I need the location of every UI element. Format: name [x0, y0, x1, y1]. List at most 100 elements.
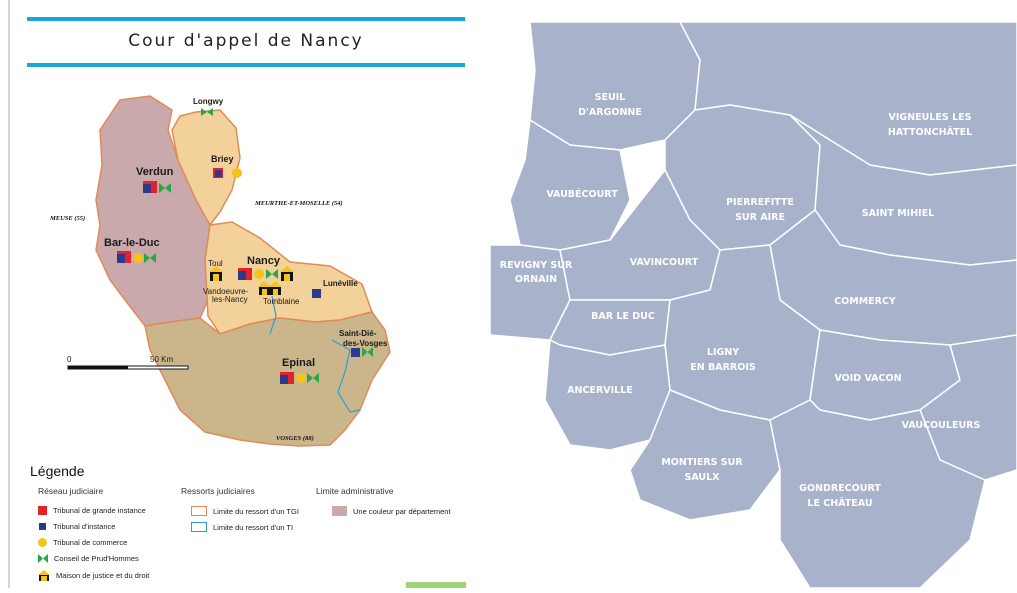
commerce-marker — [133, 253, 143, 263]
canton-label-gondrecourt-2: LE CHÂTEAU — [807, 497, 872, 509]
canton-gondrecourt — [769, 399, 986, 589]
ti-marker — [215, 170, 222, 177]
canton-label-ancerville: ANCERVILLE — [567, 385, 633, 396]
legend-label: Tribunal d'instance — [53, 522, 116, 531]
city-label-longwy: Longwy — [193, 97, 224, 106]
court-map-panel: Cour d'appel de Nancy Longwy Briey Verdu… — [0, 0, 490, 588]
department-label-meurthe-et-moselle: MEURTHE-ET-MOSELLE (54) — [254, 200, 343, 207]
maison-justice-icon — [258, 281, 271, 295]
canton-label-montiers-2: SAULX — [685, 472, 721, 483]
legend-item-dept: Une couleur par département — [332, 506, 451, 516]
canton-label-bar-le-duc: BAR LE DUC — [591, 311, 655, 322]
legend-item-maison: Maison de justice et du droit — [38, 570, 149, 581]
canton-map: SEUIL D'ARGONNE VIGNEULES LES HATTONCHÂT… — [489, 21, 1017, 589]
canton-label-pierrefitte: PIERREFITTE — [726, 197, 794, 208]
vosges-region — [144, 311, 391, 447]
canton-label-vigneules-2: HATTONCHÂTEL — [888, 126, 972, 138]
tgi-square-icon — [38, 506, 47, 515]
scale-end-label: 50 Km — [150, 355, 173, 364]
city-label-luneville: Lunéville — [323, 279, 358, 288]
department-label-meuse: MEUSE (55) — [49, 215, 85, 222]
city-label-saint-die: Saint-Dié- — [339, 329, 377, 338]
legend-label: Tribunal de commerce — [53, 538, 128, 547]
map-title: Cour d'appel de Nancy — [128, 31, 364, 51]
hourglass-icon — [38, 554, 48, 563]
legend-heading-jurisdictions: Ressorts judiciaires — [181, 486, 255, 496]
canton-label-revigny: REVIGNY SUR — [500, 260, 573, 271]
city-label-verdun: Verdun — [136, 166, 174, 178]
legend-label: Conseil de Prud'Hommes — [54, 554, 139, 563]
legend-title: Légende — [30, 463, 85, 479]
legend-item-limite-tgi: Limite du ressort d'un TGI — [191, 506, 299, 516]
legend-item-prudhommes: Conseil de Prud'Hommes — [38, 554, 139, 563]
prudhommes-marker — [201, 108, 213, 116]
canton-label-vigneules: VIGNEULES LES — [889, 112, 972, 123]
canton-label-commercy: COMMERCY — [834, 296, 896, 307]
legend-item-ti: Tribunal d'instance — [38, 522, 115, 531]
canton-label-gondrecourt: GONDRECOURT — [799, 483, 881, 494]
legend-label: Limite du ressort d'un TGI — [213, 506, 299, 516]
city-label-toul: Toul — [208, 259, 223, 268]
ti-marker — [280, 375, 288, 384]
prudhommes-marker — [266, 269, 278, 279]
canton-label-revigny-2: ORNAIN — [515, 274, 557, 285]
ti-boundary-swatch — [191, 522, 207, 532]
commerce-circle-icon — [38, 538, 47, 547]
city-label-saint-die-2: des-Vosges — [343, 339, 388, 348]
commerce-marker — [254, 269, 264, 279]
prudhommes-marker — [307, 373, 319, 383]
court-district-map: Longwy Briey Verdun MEUSE (55) MEURTHE-E… — [49, 95, 391, 447]
legend-label: Une couleur par département — [353, 506, 451, 516]
canton-label-vavincourt: VAVINCOURT — [630, 257, 699, 268]
maison-justice-icon — [280, 266, 294, 281]
ti-boundary-line — [269, 295, 361, 413]
canton-label-saint-mihiel: SAINT MIHIEL — [862, 208, 934, 219]
house-icon — [38, 570, 50, 581]
city-label-tomblaine: Tomblaine — [263, 297, 300, 306]
canton-label-ligny-2: EN BARROIS — [690, 362, 756, 373]
panel-divider — [8, 0, 10, 588]
legend-heading-network: Réseau judiciaire — [38, 486, 104, 496]
ti-marker — [351, 348, 360, 357]
ti-marker — [143, 184, 151, 193]
legend-label: Maison de justice et du droit — [56, 571, 150, 580]
canton-label-void-vacon: VOID VACON — [834, 373, 901, 384]
canton-label-montiers: MONTIERS SUR — [661, 457, 743, 468]
scale-start-label: 0 — [67, 355, 72, 364]
city-label-vandoeuvre: Vandoeuvre- — [203, 287, 249, 296]
ti-marker — [117, 254, 125, 263]
canton-label-ligny: LIGNY — [707, 347, 739, 358]
commerce-marker — [232, 168, 242, 178]
city-label-briey: Briey — [211, 154, 234, 164]
city-label-epinal: Epinal — [282, 357, 315, 369]
canton-label-seuil: SEUIL — [595, 92, 626, 103]
legend-label: Limite du ressort d'un TI — [213, 522, 294, 532]
legend-item-limite-ti: Limite du ressort d'un TI — [191, 522, 293, 532]
city-label-vandoeuvre-2: les-Nancy — [212, 295, 248, 304]
title-rule-top — [27, 17, 465, 21]
commerce-marker — [296, 373, 306, 383]
title-rule-bottom — [27, 63, 465, 67]
legend-label: Tribunal de grande instance — [53, 506, 146, 515]
department-label-vosges: VOSGES (88) — [276, 435, 314, 442]
maison-justice-icon — [209, 266, 223, 281]
city-label-bar-le-duc: Bar-le-Duc — [104, 237, 160, 249]
city-label-nancy: Nancy — [247, 255, 281, 267]
canton-label-pierrefitte-2: SUR AIRE — [735, 212, 785, 223]
canton-label-seuil-2: D'ARGONNE — [578, 107, 642, 118]
legend-item-tgi: Tribunal de grande instance — [38, 506, 146, 515]
ti-square-icon — [39, 523, 46, 530]
prudhommes-marker — [144, 253, 156, 263]
green-tab — [406, 582, 466, 588]
maison-justice-icon — [269, 281, 282, 295]
prudhommes-marker — [362, 347, 373, 357]
legend-item-commerce: Tribunal de commerce — [38, 538, 127, 547]
ti-marker — [238, 271, 246, 280]
title-bar: Cour d'appel de Nancy — [27, 17, 465, 67]
canton-map-panel: SEUIL D'ARGONNE VIGNEULES LES HATTONCHÂT… — [489, 0, 1017, 589]
canton-montiers — [629, 389, 781, 521]
scale-bar — [67, 365, 189, 370]
tgi-boundary-swatch — [191, 506, 207, 516]
ti-marker — [312, 289, 321, 298]
canton-label-vaucouleurs: VAUCOULEURS — [902, 420, 981, 431]
